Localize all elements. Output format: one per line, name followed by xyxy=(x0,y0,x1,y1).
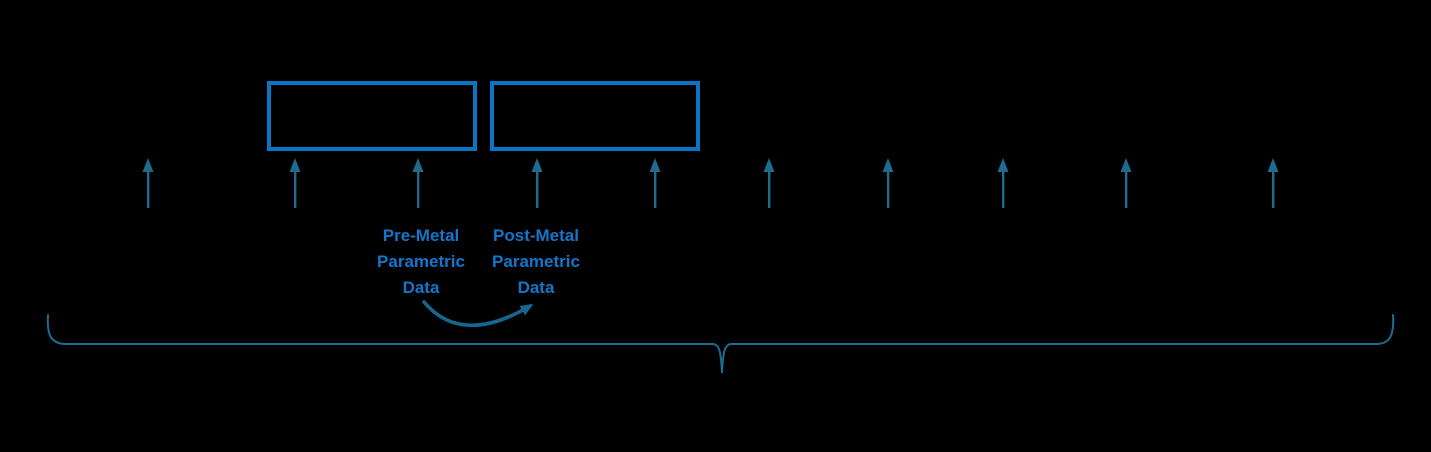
up-arrow-icon xyxy=(763,158,775,208)
up-arrow-icon xyxy=(289,158,301,208)
up-arrow-icon xyxy=(882,158,894,208)
post-metal-box xyxy=(490,81,700,151)
curved-arrow-icon xyxy=(422,300,534,328)
pre-metal-box xyxy=(267,81,477,151)
curly-brace-icon xyxy=(46,314,1395,374)
up-arrow-icon xyxy=(1120,158,1132,208)
up-arrow-icon xyxy=(997,158,1009,208)
pre-metal-parametric-data-label: Pre-Metal Parametric Data xyxy=(377,226,465,297)
up-arrow-icon xyxy=(1267,158,1279,208)
post-metal-parametric-data-label: Post-Metal Parametric Data xyxy=(492,226,580,297)
up-arrow-icon xyxy=(142,158,154,208)
up-arrow-icon xyxy=(649,158,661,208)
up-arrow-icon xyxy=(412,158,424,208)
up-arrow-icon xyxy=(531,158,543,208)
